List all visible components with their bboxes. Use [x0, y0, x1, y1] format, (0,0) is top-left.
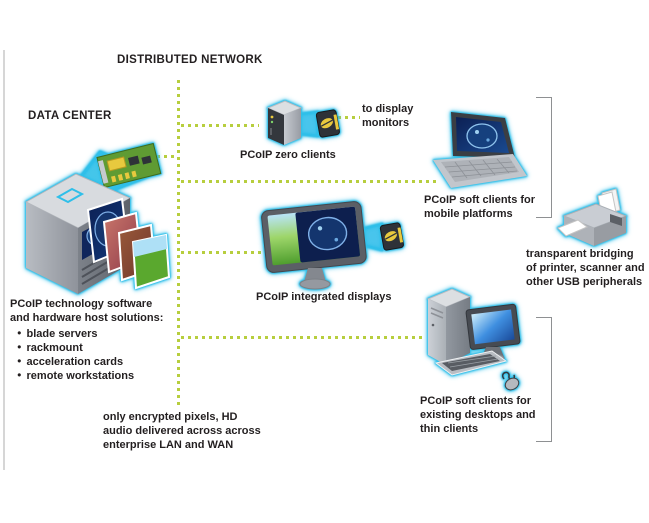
encrypted-pixels-note: only encrypted pixels, HD audio delivere… [103, 411, 261, 451]
network-link-desktop [181, 336, 426, 339]
host-solutions-block: PCoIP technology software and hardware h… [10, 298, 163, 384]
pcoip-processor-chip-icon [315, 109, 340, 138]
server-tower-icon [24, 142, 171, 294]
desktop-keyboard [434, 350, 508, 376]
pcoip-processor-chip-icon [379, 222, 404, 251]
zero-client-icon [266, 100, 340, 145]
left-rule [3, 50, 5, 470]
host-solutions-description: PCoIP technology software and hardware h… [10, 298, 164, 324]
display-monitors-note: to display monitors [362, 103, 414, 129]
display-stand [304, 268, 326, 282]
host-bullet-blade-servers: blade servers [17, 328, 163, 342]
host-solutions-list: blade servers rackmount acceleration car… [17, 328, 163, 384]
desktop-soft-clients-label: PCoIP soft clients for existing desktops… [420, 395, 536, 435]
display-body [261, 201, 367, 273]
mobile-soft-clients-label: PCoIP soft clients for mobile platforms [424, 194, 536, 220]
desktop-mouse [502, 371, 520, 391]
printer-body [557, 188, 628, 246]
zero-clients-label: PCoIP zero clients [240, 149, 336, 161]
host-bullet-rackmount: rackmount [17, 342, 163, 356]
pixel-stream-images [86, 197, 171, 290]
desktop-pc-icon [426, 288, 521, 391]
network-link-zero-client [181, 124, 259, 127]
chip-callout [299, 111, 319, 137]
usb-peripherals-label: transparent bridging of printer, scanner… [526, 248, 645, 288]
network-line-vertical [177, 80, 180, 408]
network-link-integrated-display [181, 251, 264, 254]
usb-bridge-bracket-top [536, 97, 552, 218]
desktop-tower [426, 288, 472, 365]
host-bullet-acceleration-cards: acceleration cards [17, 356, 163, 370]
integrated-displays-label: PCoIP integrated displays [256, 291, 392, 303]
integrated-display-icon [261, 201, 404, 290]
network-link-host-card [150, 155, 178, 158]
laptop-icon [433, 112, 527, 188]
pcoip-host-card-icon [64, 142, 162, 204]
usb-bridge-bracket-bottom [536, 317, 552, 442]
distributed-network-heading: DISTRIBUTED NETWORK [117, 54, 263, 66]
network-link-laptop [181, 180, 437, 183]
data-center-heading: DATA CENTER [28, 110, 112, 122]
printer-icon [557, 188, 628, 246]
host-bullet-remote-workstations: remote workstations [17, 370, 163, 384]
zero-client-body [266, 100, 303, 145]
link-to-display-monitors [338, 116, 360, 119]
